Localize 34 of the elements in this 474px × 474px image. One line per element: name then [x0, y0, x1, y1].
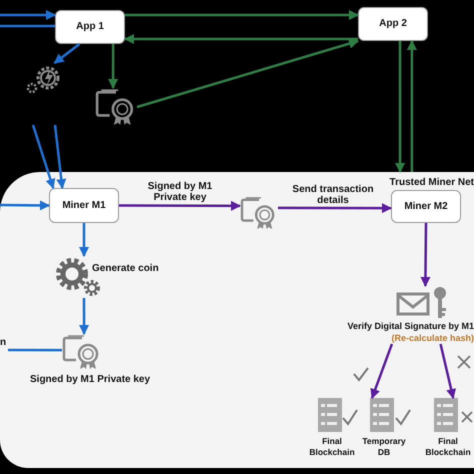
- network-panel: [0, 172, 474, 468]
- panel-heading: Trusted Miner Net: [390, 176, 474, 190]
- arrow: [125, 10, 359, 20]
- text-fragment: n: [0, 337, 8, 350]
- arrow: [0, 10, 56, 20]
- node-label: Final Blockchain: [308, 436, 356, 458]
- process-box: Miner M2: [391, 190, 461, 223]
- arrow: [79, 223, 89, 257]
- arrow: [136, 38, 359, 108]
- node-label: Verify Digital Signature by M1: [346, 320, 474, 333]
- process-box: Miner M1: [49, 188, 119, 223]
- node-label: Generate coin: [92, 262, 160, 276]
- node-label: Final Blockchain: [424, 436, 472, 458]
- process-box: App 2: [358, 7, 428, 41]
- edge-label: Send transaction details: [291, 184, 375, 206]
- arrow: [0, 200, 50, 210]
- arrow: [406, 40, 417, 172]
- edge-label: Signed by M1 Private key: [146, 181, 214, 203]
- node-label: Signed by M1 Private key: [30, 373, 152, 387]
- node-label: (Re-calculate hash): [390, 332, 474, 345]
- arrow: [124, 34, 358, 44]
- arrow: [395, 41, 406, 173]
- arrow: [32, 124, 56, 189]
- arrow: [278, 203, 392, 214]
- node-label: Temporary DB: [361, 436, 407, 458]
- arrow: [420, 222, 430, 287]
- arrow: [108, 44, 118, 89]
- arrow: [439, 344, 456, 399]
- arrow: [79, 298, 90, 335]
- process-box: App 1: [55, 10, 125, 44]
- arrow: [54, 43, 80, 64]
- arrow: [370, 344, 394, 399]
- arrow: [119, 200, 241, 211]
- arrow: [54, 124, 66, 189]
